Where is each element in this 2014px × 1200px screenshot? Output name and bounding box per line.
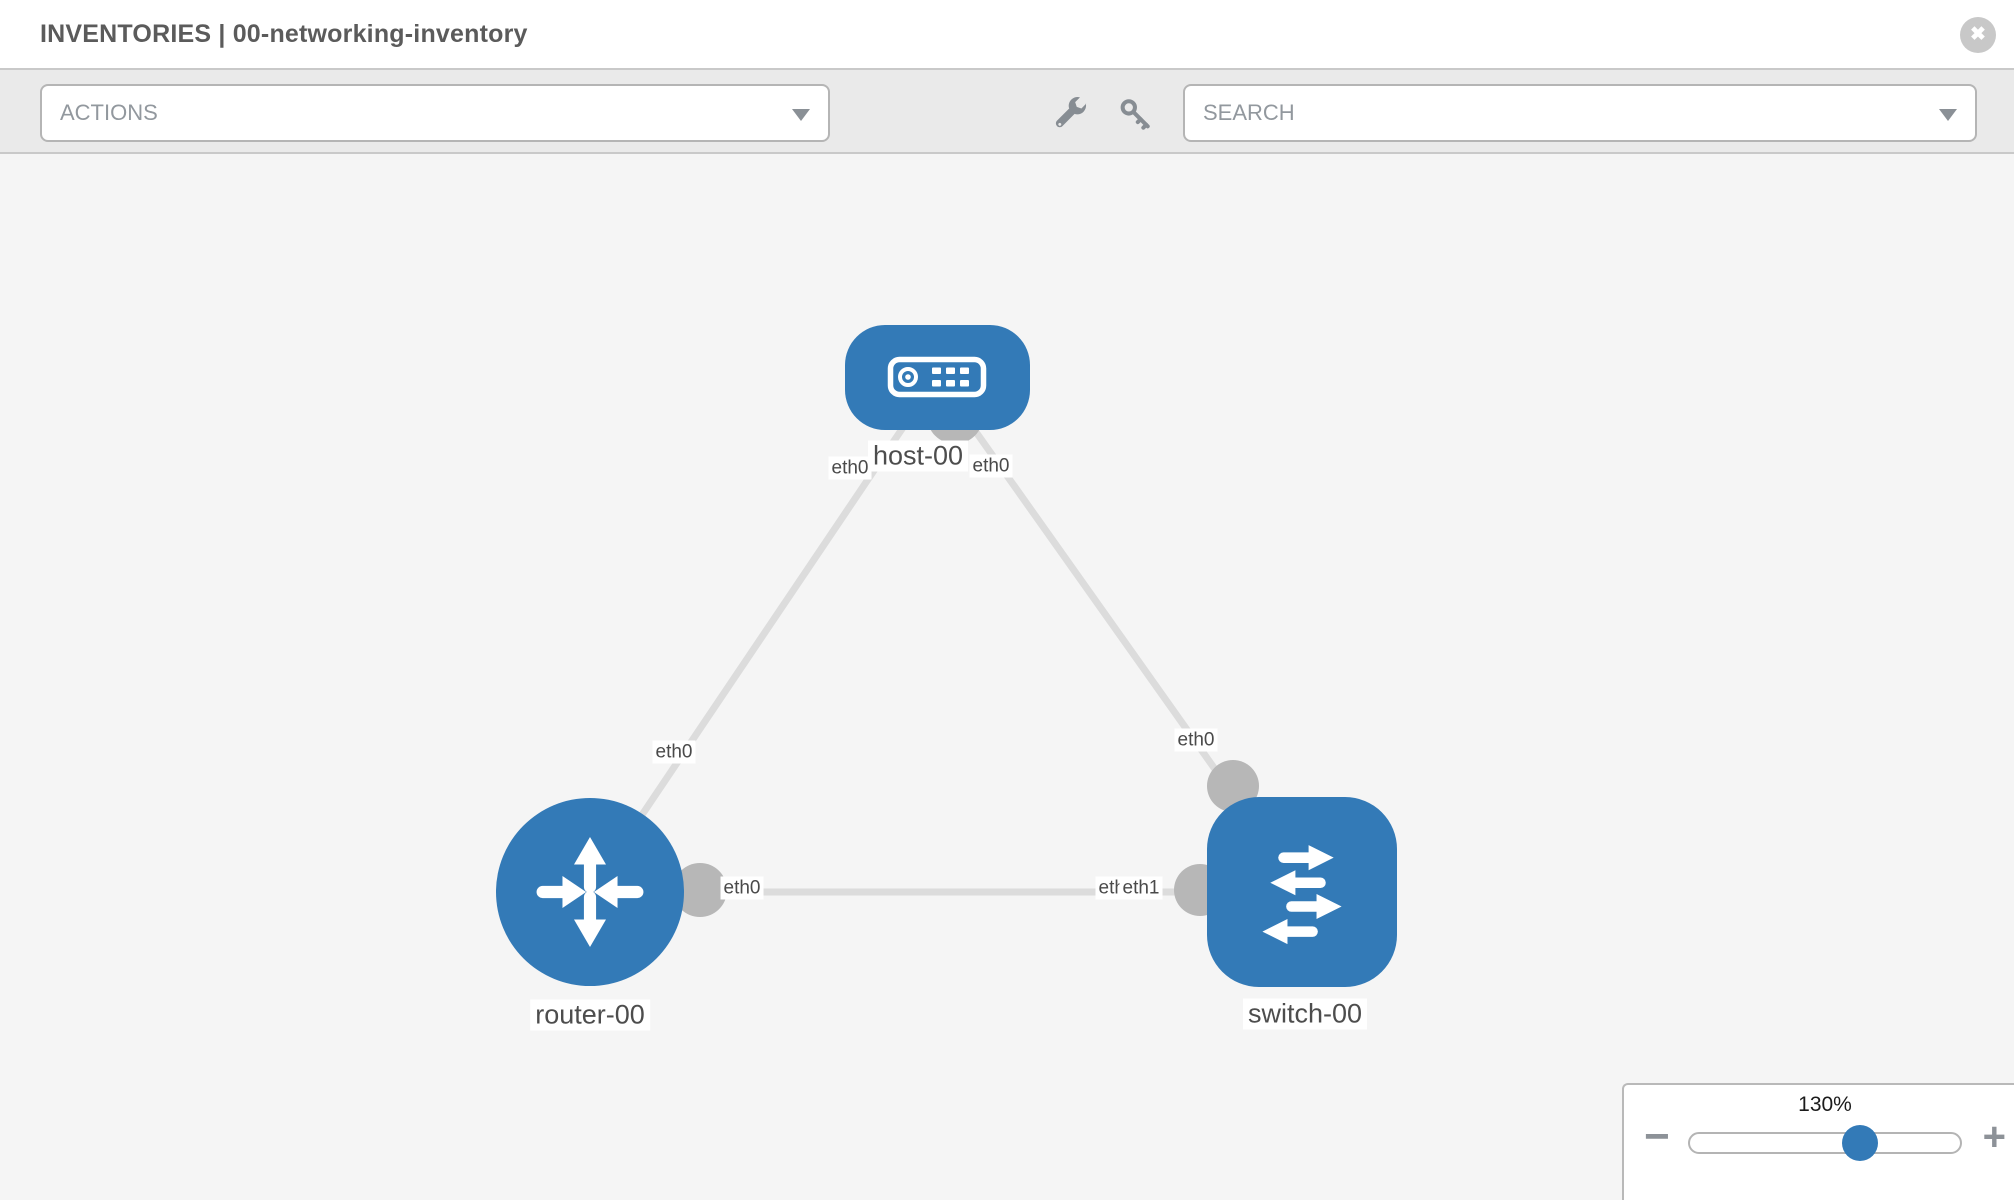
interface-label: eth0 [828, 456, 872, 480]
zoom-panel: 130% − + [1622, 1083, 2014, 1200]
close-button[interactable]: ✖ [1960, 17, 1996, 53]
node-router-00[interactable] [496, 798, 684, 986]
chevron-down-icon [792, 109, 810, 121]
close-icon: ✖ [1970, 24, 1986, 45]
node-host-00[interactable] [844, 324, 1030, 430]
router-icon [536, 836, 644, 948]
interface-label: eth1 [1119, 876, 1163, 900]
interface-label: eth0 [969, 454, 1013, 478]
chevron-down-icon [1939, 109, 1957, 121]
zoom-out-button[interactable]: − [1644, 1112, 1670, 1161]
node-label-switch-00: switch-00 [1242, 998, 1368, 1030]
node-label-host-00: host-00 [867, 440, 969, 472]
topology-canvas[interactable]: host-00 router-00 sw [0, 154, 2014, 1200]
switch-icon [1262, 845, 1342, 945]
search-dropdown[interactable]: SEARCH [1183, 84, 1977, 142]
links-layer [587, 374, 1305, 917]
zoom-slider-knob[interactable] [1842, 1125, 1879, 1161]
interface-label: eth0 [1174, 728, 1218, 752]
zoom-slider-track[interactable] [1688, 1125, 1962, 1161]
host-icon [887, 356, 987, 398]
interface-label: eth0 [720, 876, 764, 900]
search-placeholder: SEARCH [1203, 100, 1295, 125]
node-switch-00[interactable] [1207, 797, 1397, 987]
zoom-in-button[interactable]: + [1982, 1115, 2006, 1159]
key-icon[interactable] [1118, 96, 1154, 132]
toolbar: ACTIONS SEARCH [0, 70, 2014, 154]
zoom-level-label: 130% [1798, 1093, 1852, 1116]
page-title: INVENTORIES | 00-networking-inventory [40, 20, 528, 48]
wrench-icon[interactable] [1052, 96, 1088, 132]
interface-label: eth0 [652, 740, 696, 764]
header: INVENTORIES | 00-networking-inventory ✖ [0, 0, 2014, 70]
node-label-router-00: router-00 [530, 999, 650, 1031]
actions-placeholder: ACTIONS [60, 100, 158, 125]
actions-dropdown[interactable]: ACTIONS [40, 84, 830, 142]
